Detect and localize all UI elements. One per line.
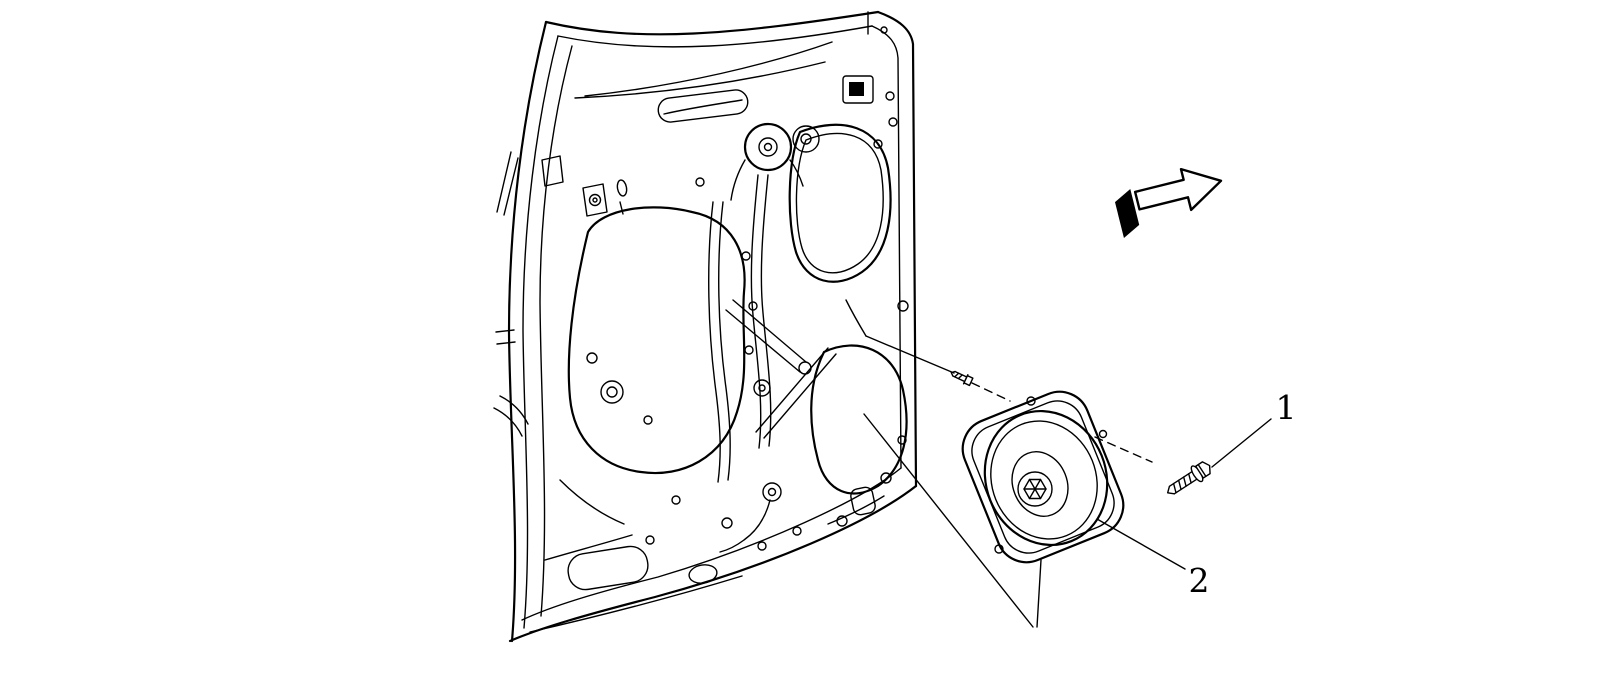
panel-hole (586, 352, 598, 364)
latch-bracket-hole-center (592, 197, 598, 203)
arrow-shadow-bar (1114, 188, 1140, 238)
speaker-mount-hole-top (1026, 396, 1036, 406)
regulator-rail-left (708, 201, 731, 483)
speaker-dust-cap (1017, 471, 1053, 507)
installation-leader-line (865, 335, 955, 374)
upper-access-opening-inner (795, 132, 884, 274)
regulator-pivot-1 (753, 379, 771, 397)
window-sill-line-2 (584, 41, 833, 97)
lock-hole (849, 82, 864, 96)
door-bottom-edge (508, 484, 918, 643)
latch-bracket (582, 183, 608, 217)
speaker-mount-hole-right (1098, 429, 1108, 439)
lock-plate (842, 75, 874, 104)
regulator-rail-right (750, 174, 772, 449)
door-left-edge-inner (522, 35, 559, 629)
lower-right-bracket (850, 486, 876, 516)
door-left-fold-line (539, 45, 573, 617)
panel-hole (897, 435, 907, 445)
screw-marker-head (963, 374, 974, 387)
panel-hole (792, 526, 802, 536)
door-bottom-fold-line (529, 575, 743, 633)
regulator-pivot-2 (762, 482, 782, 502)
small-oval-tail (619, 201, 624, 215)
speaker-rim-inner (990, 420, 1098, 540)
regulator-scissor-arms (725, 299, 837, 439)
hinge-plate (541, 155, 564, 187)
panel-hole (836, 515, 848, 527)
door-panel-holes (586, 26, 909, 551)
panel-hole (600, 380, 624, 404)
lower-fold-lines (544, 479, 885, 561)
panel-stamped-recess (567, 206, 746, 475)
regulator-pivot-2-center (767, 487, 777, 497)
door-right-edge (876, 10, 918, 488)
panel-hole (885, 91, 895, 101)
panel-hole (606, 386, 618, 398)
mounting-boss-line (845, 299, 867, 337)
speaker-screw-illustration (1166, 461, 1211, 495)
panel-hole (671, 495, 681, 505)
callout-1-label: 1 (1276, 388, 1297, 427)
lower-panel-slot (567, 545, 649, 591)
callout-2-leader-line (1096, 518, 1186, 570)
panel-hole (897, 300, 909, 312)
regulator-motor-center (763, 142, 773, 152)
panel-hole (873, 139, 883, 149)
latch-bracket-hole (588, 193, 602, 207)
regulator-pulley (792, 125, 820, 153)
callout-2: 2 (1096, 518, 1210, 600)
screw-marker-shank (950, 370, 969, 385)
speaker-opening (810, 344, 908, 495)
panel-hole (748, 301, 758, 311)
speaker-mount-hole-bottom (994, 544, 1004, 554)
speaker-rim-outer (983, 409, 1109, 547)
regulator-pivot-3 (798, 361, 812, 375)
regulator-cable (719, 499, 771, 553)
window-sill-line (574, 61, 826, 99)
small-oval-hole (616, 179, 628, 197)
pull-handle-bracket (657, 89, 749, 123)
panel-hole (744, 345, 754, 355)
upper-access-opening (788, 123, 892, 283)
door-bottom-edge-inner (521, 467, 902, 621)
speaker-flange-outer (961, 390, 1125, 564)
door-left-edge (507, 20, 548, 643)
regulator-pivot-1-center (758, 384, 766, 392)
direction-arrow-icon (1114, 167, 1223, 238)
callout-1-leader-line (1211, 418, 1272, 468)
panel-hole (888, 117, 898, 127)
screw-head-facet (1197, 463, 1207, 478)
regulator-pulley-center (800, 133, 812, 145)
panel-hole (695, 177, 705, 187)
door-panel-illustration (493, 10, 918, 643)
speaker-dust-cap-star-lines (1023, 478, 1047, 500)
arrow-outline (1133, 167, 1223, 212)
screw-marker-icon (950, 370, 974, 387)
regulator-motor-outer (743, 122, 793, 172)
callout-2-label: 2 (1189, 561, 1210, 600)
door-top-edge-inner (557, 25, 873, 48)
panel-hole (645, 535, 655, 545)
speaker-location-pointer (863, 413, 1042, 628)
door-top-edge (544, 10, 880, 36)
speaker-pointer-lines (863, 335, 1153, 628)
panel-hole (880, 472, 892, 484)
panel-hole (721, 517, 733, 529)
door-left-detail-lines (493, 11, 869, 437)
callout-1: 1 (1211, 388, 1297, 468)
installation-dashed-line (971, 382, 1153, 463)
screw-threads (1172, 473, 1192, 494)
panel-hole (741, 251, 751, 261)
speaker-illustration (961, 390, 1125, 564)
panel-hole (880, 26, 888, 34)
regulator-motor-mid (758, 137, 778, 157)
door-right-edge-inner (871, 25, 902, 469)
panel-hole (757, 541, 767, 551)
panel-hole (643, 415, 653, 425)
lower-panel-oval (688, 564, 718, 584)
pull-handle-inner-line (663, 99, 743, 115)
speaker-cone (1011, 451, 1069, 517)
